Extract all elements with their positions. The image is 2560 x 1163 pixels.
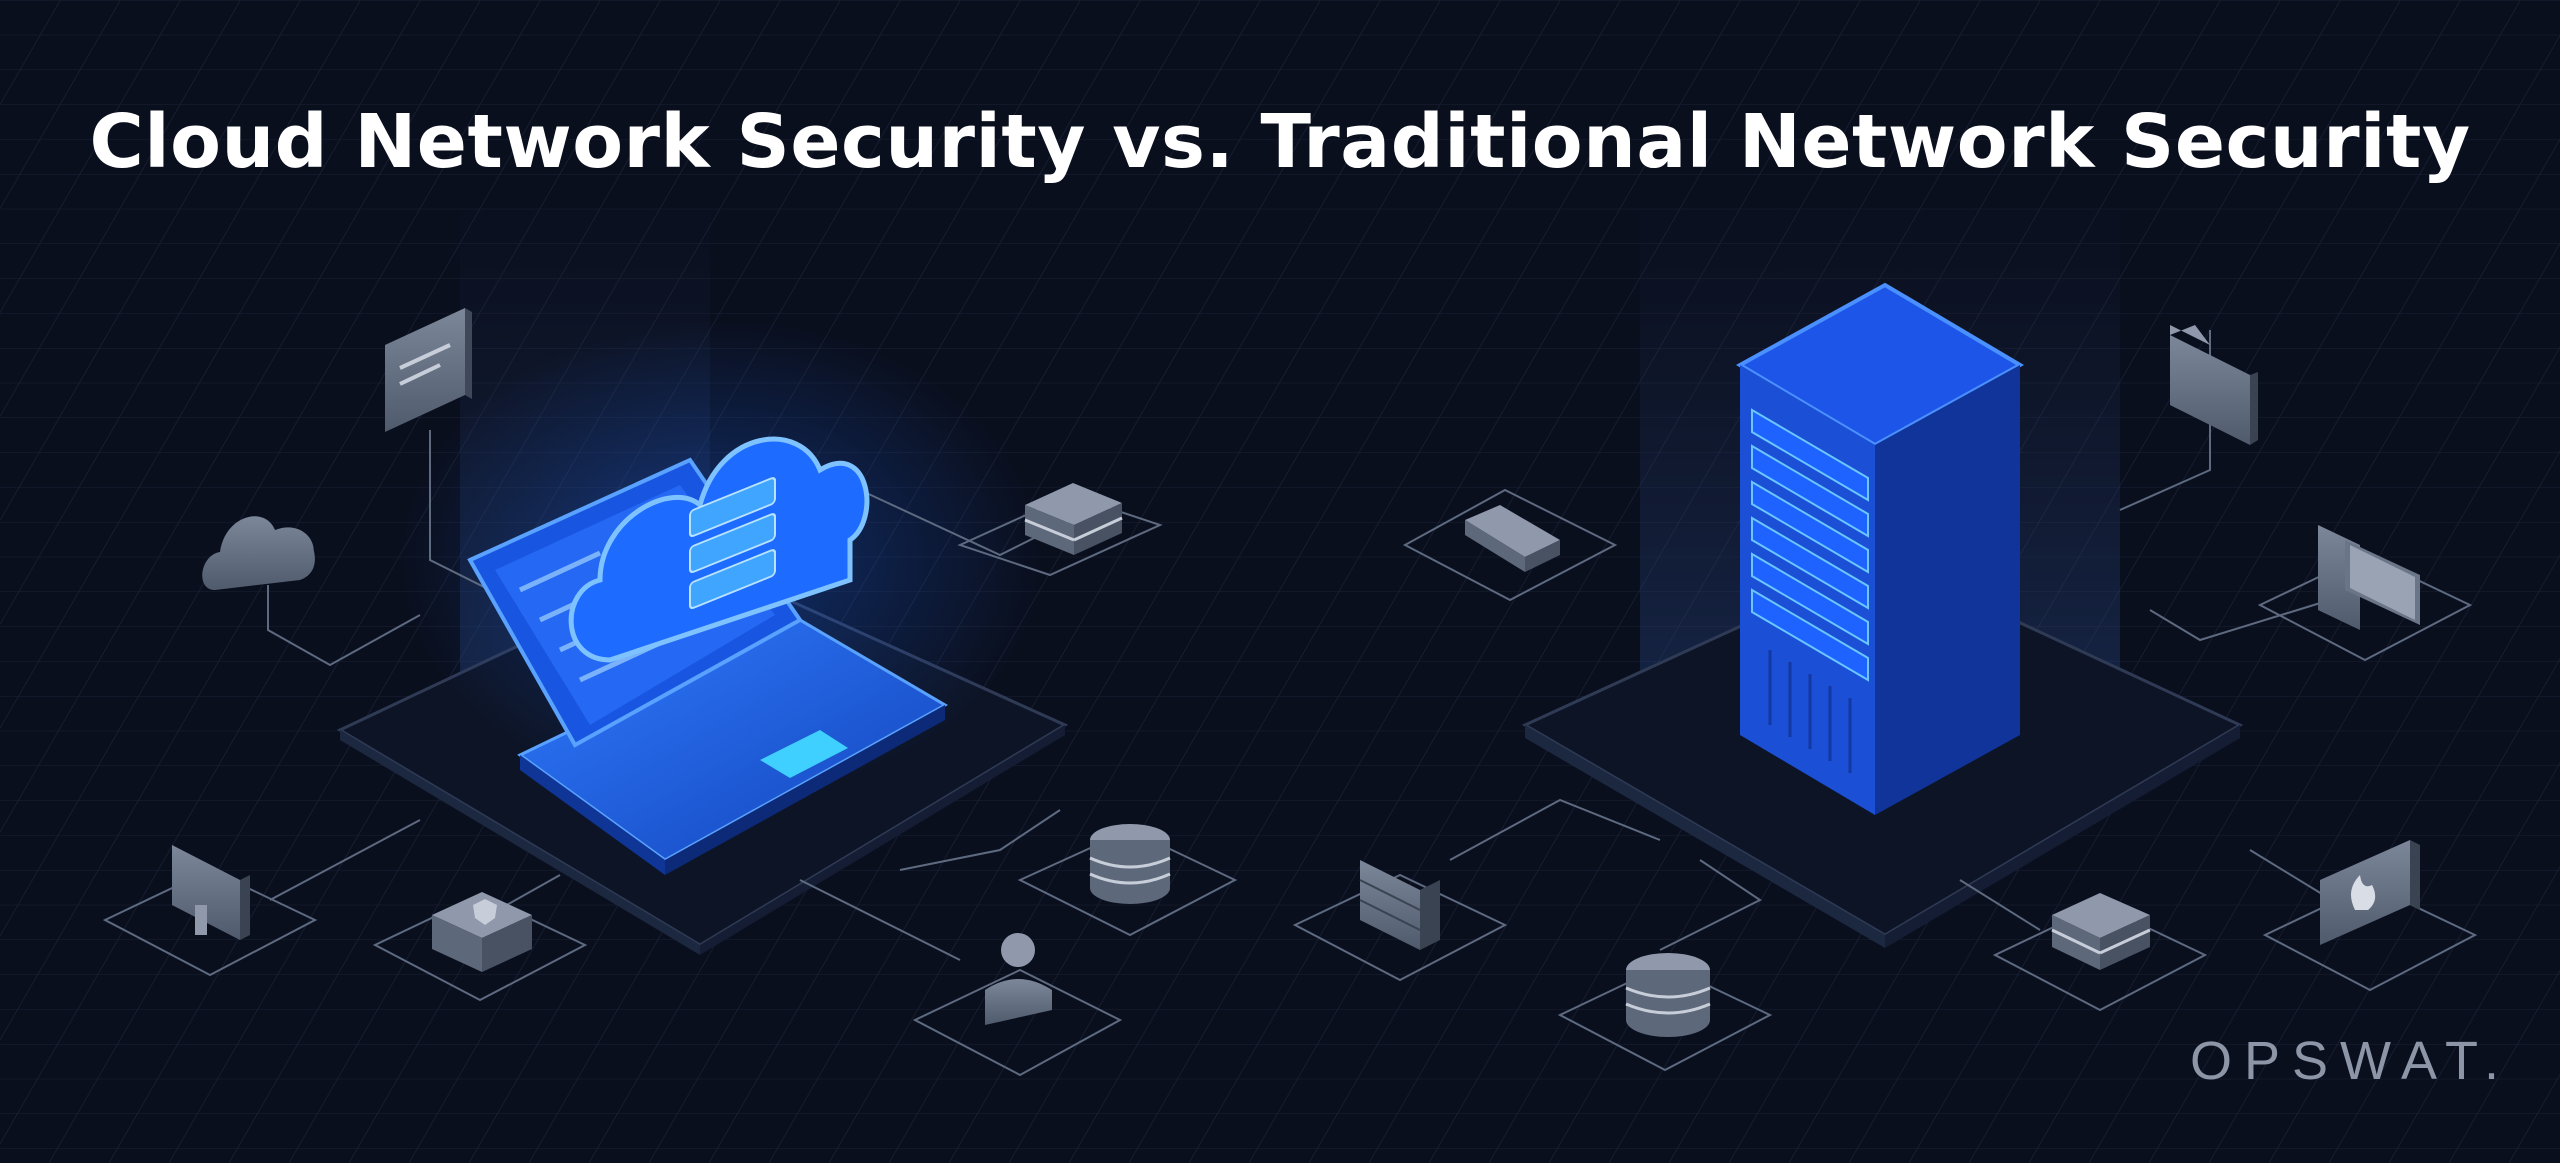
database-icon-right	[1557, 953, 1773, 1072]
brand-logo: OPSWAT.	[2190, 1031, 2512, 1091]
layer-stack-icon-right	[1992, 893, 2208, 1012]
folder-icon	[2170, 325, 2258, 445]
browser-window-icon	[385, 308, 472, 432]
cloud-network-scene	[102, 308, 1238, 1077]
small-cloud-icon	[202, 516, 315, 590]
shield-stack-icon	[372, 892, 588, 1002]
user-icon	[912, 933, 1123, 1077]
page-title: Cloud Network Security vs. Traditional N…	[89, 99, 2471, 185]
desktop-computer-icon	[2257, 525, 2473, 662]
traditional-network-scene	[1292, 282, 2478, 1072]
monitor-icon	[102, 845, 318, 977]
brick-wall-icon	[1292, 860, 1508, 982]
trackpad-icon	[760, 730, 848, 778]
layer-stack-icon	[957, 483, 1163, 577]
database-icon	[1017, 824, 1238, 937]
firewall-icon	[2262, 840, 2478, 992]
server-rack-icon	[1735, 282, 2025, 815]
usb-drive-icon	[1402, 488, 1618, 602]
